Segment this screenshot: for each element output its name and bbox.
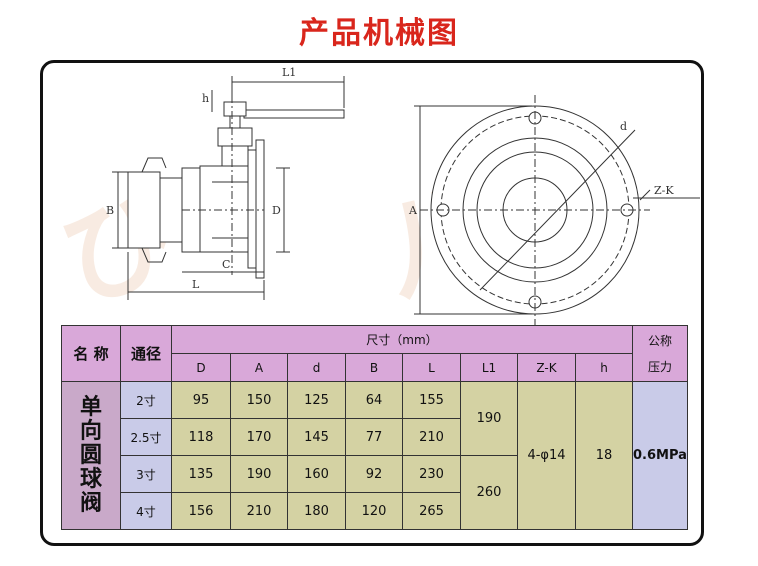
cell-D: 95 bbox=[171, 381, 231, 419]
label-L: L bbox=[192, 278, 200, 291]
cell-A: 170 bbox=[230, 418, 288, 456]
cell-B: 120 bbox=[345, 492, 403, 530]
header-name: 名 称 bbox=[61, 325, 121, 382]
cell-d: 125 bbox=[287, 381, 346, 419]
cell-L: 265 bbox=[402, 492, 461, 530]
table-row: 单向圆球阀 2寸 95 150 125 64 155 190 4-φ14 18 … bbox=[61, 381, 688, 530]
bore-cell: 2.5寸 bbox=[120, 418, 172, 456]
cell-A: 210 bbox=[230, 492, 288, 530]
cell-D: 156 bbox=[171, 492, 231, 530]
label-L1: L1 bbox=[282, 66, 296, 79]
label-ZK: Z-K bbox=[654, 184, 674, 197]
cell-L: 230 bbox=[402, 455, 461, 493]
cell-d: 145 bbox=[287, 418, 346, 456]
cell-d: 160 bbox=[287, 455, 346, 493]
label-h: h bbox=[202, 92, 209, 105]
bore-cell: 4寸 bbox=[120, 492, 172, 530]
table-row: 3寸 135 190 160 92 230 260 bbox=[62, 455, 688, 530]
cell-L1-large: 260 bbox=[460, 455, 518, 530]
cell-B: 92 bbox=[345, 455, 403, 493]
cell-L1-small: 190 bbox=[460, 381, 518, 456]
label-B: B bbox=[106, 204, 114, 217]
spec-table: 名 称 通径 尺寸（mm） 公称 压力 D A d B L L1 Z-K h 单… bbox=[61, 325, 688, 530]
cell-A: 190 bbox=[230, 455, 288, 493]
cell-pressure: 0.6MPa bbox=[632, 381, 688, 530]
col-A: A bbox=[230, 353, 288, 382]
page-title: 产品机械图 bbox=[299, 16, 459, 51]
label-A: A bbox=[408, 204, 418, 217]
cell-d: 180 bbox=[287, 492, 346, 530]
header-pressure-line2: 压力 bbox=[647, 359, 672, 374]
header-size: 尺寸（mm） bbox=[171, 325, 633, 354]
header-pressure: 公称 压力 bbox=[632, 325, 688, 382]
label-D: D bbox=[272, 204, 281, 217]
col-ZK: Z-K bbox=[517, 353, 576, 382]
header-pressure-line1: 公称 bbox=[647, 333, 672, 348]
cell-ZK: 4-φ14 bbox=[517, 381, 576, 530]
product-name: 单向圆球阀 bbox=[61, 381, 121, 530]
label-d: d bbox=[620, 120, 627, 133]
col-d: d bbox=[287, 353, 346, 382]
table-row: 4寸 156 210 180 120 265 bbox=[62, 492, 688, 530]
cell-A: 150 bbox=[230, 381, 288, 419]
cell-D: 118 bbox=[171, 418, 231, 456]
col-L1: L1 bbox=[460, 353, 518, 382]
col-L: L bbox=[402, 353, 461, 382]
cell-L: 210 bbox=[402, 418, 461, 456]
bore-cell: 3寸 bbox=[120, 455, 172, 493]
col-D: D bbox=[171, 353, 231, 382]
cell-B: 64 bbox=[345, 381, 403, 419]
col-h: h bbox=[575, 353, 633, 382]
label-C: C bbox=[222, 258, 230, 271]
cell-h: 18 bbox=[575, 381, 633, 530]
col-B: B bbox=[345, 353, 403, 382]
cell-D: 135 bbox=[171, 455, 231, 493]
header-bore: 通径 bbox=[120, 325, 172, 382]
bore-cell: 2寸 bbox=[120, 381, 172, 419]
cell-L: 155 bbox=[402, 381, 461, 419]
cell-B: 77 bbox=[345, 418, 403, 456]
